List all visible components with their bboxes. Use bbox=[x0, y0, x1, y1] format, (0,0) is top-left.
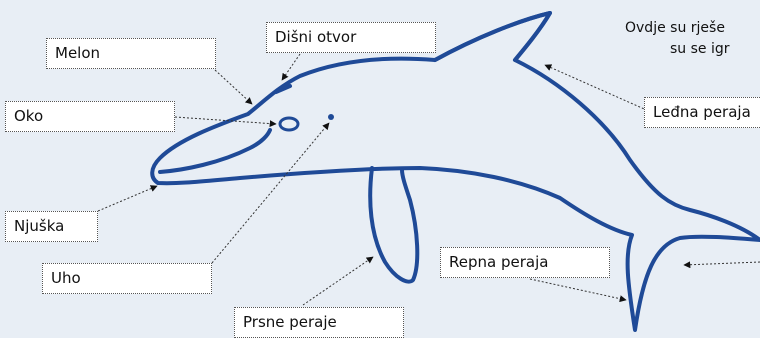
note-line-2: su se igr bbox=[670, 41, 730, 57]
leader-dorsal bbox=[544, 64, 652, 113]
leader-tail bbox=[529, 278, 627, 303]
leader-pectoral bbox=[302, 256, 374, 306]
dolphin-blowhole-mark bbox=[274, 84, 292, 94]
leader-ear bbox=[211, 122, 330, 264]
dolphin-pectoral-fin bbox=[368, 166, 420, 284]
leader-melon bbox=[214, 69, 253, 105]
dolphin-mouth-line bbox=[158, 128, 272, 174]
leader-eye bbox=[174, 116, 277, 128]
leader-fluke bbox=[683, 261, 760, 269]
label-eye: Oko bbox=[5, 101, 175, 132]
leader-snout bbox=[97, 185, 158, 212]
leader-blowhole bbox=[281, 53, 301, 81]
label-pectoral: Prsne peraje bbox=[234, 307, 404, 338]
label-snout: Njuška bbox=[5, 211, 98, 242]
dolphin-eye bbox=[278, 116, 300, 132]
note-line-1: Ovdje su rješe bbox=[625, 20, 725, 36]
dolphin-dorsal-fin bbox=[433, 11, 552, 62]
label-tail: Repna peraja bbox=[440, 247, 610, 278]
label-blowhole: Dišni otvor bbox=[266, 22, 436, 53]
label-ear: Uho bbox=[42, 263, 212, 294]
label-melon: Melon bbox=[46, 38, 216, 69]
dolphin-body-outline bbox=[150, 11, 760, 332]
label-dorsal: Leđna peraja bbox=[644, 97, 760, 128]
dolphin-ear-dot bbox=[328, 114, 334, 120]
